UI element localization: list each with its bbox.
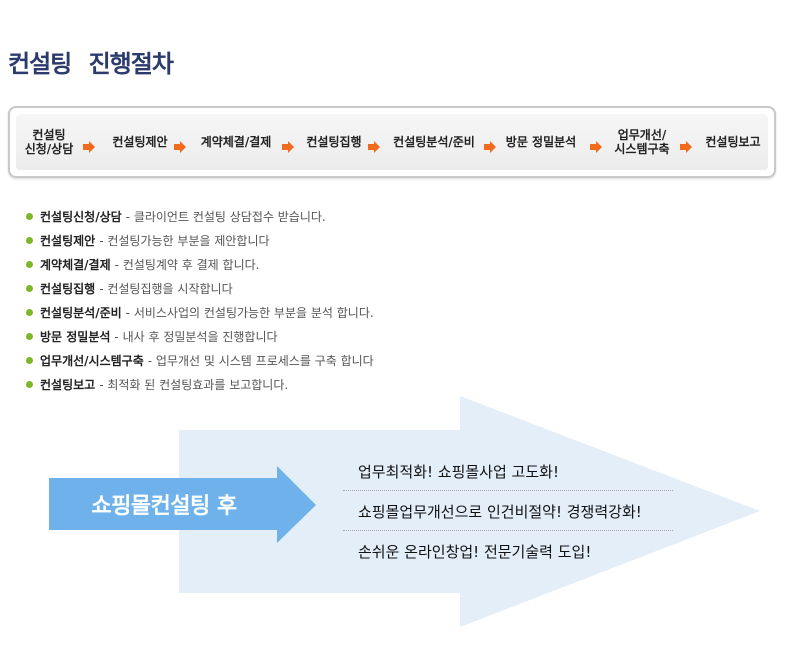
description-term: 컨설팅보고 — [40, 377, 96, 392]
list-item: 컨설팅신청/상담- 클라이언트 컨설팅 상담접수 받습니다. — [26, 204, 374, 228]
description-term: 컨설팅신청/상담 — [40, 209, 122, 224]
divider — [343, 530, 673, 531]
description-text: - 컨설팅가능한 부분을 제안합니다 — [99, 233, 270, 248]
description-text: - 서비스사업의 컨설팅가능한 부분을 분석 합니다. — [125, 305, 374, 320]
description-term: 컨설팅집행 — [40, 281, 96, 296]
arrow-right-icon — [680, 141, 692, 153]
divider — [343, 490, 673, 491]
process-flow-inner: 컨설팅 신청/상담 컨설팅제안 계약체결/결제 컨설팅집행 컨설팅분석/준비 방… — [16, 114, 768, 170]
list-item: 컨설팅분석/준비- 서비스사업의 컨설팅가능한 부분을 분석 합니다. — [26, 300, 374, 324]
bullet-icon — [26, 380, 33, 388]
bullet-icon — [26, 212, 33, 220]
description-text: - 최적화 된 컨설팅효과를 보고합니다. — [99, 377, 289, 392]
list-item: 계약체결/결제- 컨설팅계약 후 결제 합니다. — [26, 252, 374, 276]
bullet-icon — [26, 332, 33, 340]
arrow-right-icon — [368, 141, 380, 153]
process-step-consult-request: 컨설팅 신청/상담 — [24, 128, 74, 156]
description-term: 계약체결/결제 — [40, 257, 111, 272]
after-consulting-label: 쇼핑몰컨설팅 후 — [91, 494, 237, 519]
description-text: - 내사 후 정밀분석을 진행합니다 — [114, 329, 278, 344]
bullet-icon — [26, 356, 33, 364]
list-item: 컨설팅보고- 최적화 된 컨설팅효과를 보고합니다. — [26, 372, 374, 396]
arrow-right-icon — [174, 141, 186, 153]
benefit-text: 업무최적화! 쇼핑몰사업 고도화! — [358, 463, 559, 481]
list-item: 컨설팅제안- 컨설팅가능한 부분을 제안합니다 — [26, 228, 374, 252]
process-step-report: 컨설팅보고 — [705, 135, 761, 149]
description-text: - 업무개선 및 시스템 프로세스를 구축 합니다 — [147, 353, 374, 368]
bullet-icon — [26, 260, 33, 268]
process-step-improvement: 업무개선/ 시스템구축 — [614, 128, 670, 156]
process-step-contract: 계약체결/결제 — [200, 135, 272, 149]
list-item: 방문 정밀분석- 내사 후 정밀분석을 진행합니다 — [26, 324, 374, 348]
bullet-icon — [26, 236, 33, 244]
process-step-execution: 컨설팅집행 — [306, 135, 362, 149]
benefit-text: 쇼핑몰업무개선으로 인건비절약! 경쟁력강화! — [358, 503, 642, 521]
process-step-visit-analysis: 방문 정밀분석 — [505, 135, 577, 149]
bullet-icon — [26, 284, 33, 292]
process-step-proposal: 컨설팅제안 — [112, 135, 168, 149]
page-title: 컨설팅 진행절차 — [8, 50, 174, 78]
description-term: 컨설팅제안 — [40, 233, 96, 248]
description-text: - 컨설팅계약 후 결제 합니다. — [114, 257, 260, 272]
bullet-icon — [26, 308, 33, 316]
process-step-analysis: 컨설팅분석/준비 — [393, 135, 475, 149]
arrow-right-icon — [282, 141, 294, 153]
description-text: - 클라이언트 컨설팅 상담접수 받습니다. — [125, 209, 326, 224]
list-item: 업무개선/시스템구축- 업무개선 및 시스템 프로세스를 구축 합니다 — [26, 348, 374, 372]
description-term: 컨설팅분석/준비 — [40, 305, 122, 320]
description-term: 업무개선/시스템구축 — [40, 353, 144, 368]
description-term: 방문 정밀분석 — [40, 329, 111, 344]
list-item: 컨설팅집행- 컨설팅집행을 시작합니다 — [26, 276, 374, 300]
arrow-right-icon — [484, 141, 496, 153]
arrow-right-icon — [590, 141, 602, 153]
arrow-right-icon — [83, 141, 95, 153]
process-description-list: 컨설팅신청/상담- 클라이언트 컨설팅 상담접수 받습니다. 컨설팅제안- 컨설… — [26, 204, 374, 396]
benefit-text: 손쉬운 온라인창업! 전문기술력 도입! — [358, 543, 592, 561]
process-flow-panel: 컨설팅 신청/상담 컨설팅제안 계약체결/결제 컨설팅집행 컨설팅분석/준비 방… — [8, 106, 776, 178]
description-text: - 컨설팅집행을 시작합니다 — [99, 281, 233, 296]
